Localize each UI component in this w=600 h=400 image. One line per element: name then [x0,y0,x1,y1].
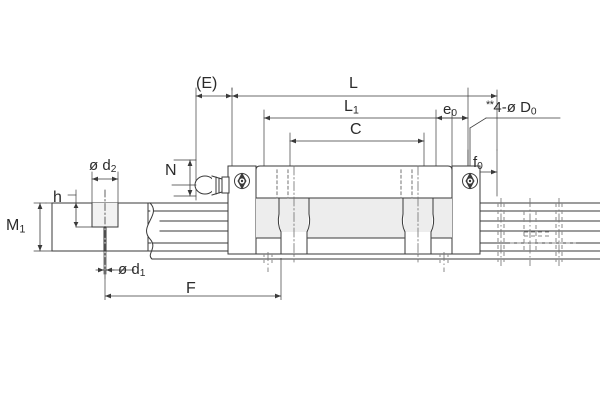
label-f0: f0 [473,154,483,173]
rail-break-line [146,202,154,260]
dimension-h [67,189,93,228]
dimension-F [104,258,282,300]
dimension-d2 [91,171,119,206]
label-N: N [165,162,177,179]
dimension-C [289,138,425,144]
hidden-lines-carriage [276,169,413,199]
rail-right-hidden-detail [497,198,576,266]
label-L1: L1 [344,98,359,117]
extension-lines [173,87,498,201]
rail-hole-centerlines [267,252,445,272]
dimension-N [187,159,193,197]
leader-line-holes [469,117,561,181]
dimension-L [231,89,498,151]
carriage-block [227,165,481,255]
grease-nipple [171,175,230,196]
label-d2: ø d2 [89,157,117,176]
rail-cross-section [51,202,149,252]
mounting-hole-symbol-left [234,172,250,190]
label-e0: e0 [443,101,458,120]
rail-hidden-hole-left [263,254,449,264]
label-L: L [349,75,358,92]
label-d1: ø d1 [118,261,146,280]
dimension-e0 [435,115,469,121]
dimension-M1 [33,202,53,252]
dimension-d1 [95,250,135,275]
dimension-E [195,93,233,99]
label-M1: M1 [6,217,26,236]
label-E: (E) [196,75,218,92]
label-F: F [186,280,196,297]
label-mounting-holes: **4-ø D0 [486,99,537,118]
label-h: h [53,189,62,206]
mounting-hole-symbol-right [462,172,478,190]
label-C: C [350,121,362,138]
carriage-centerlines [293,165,419,263]
